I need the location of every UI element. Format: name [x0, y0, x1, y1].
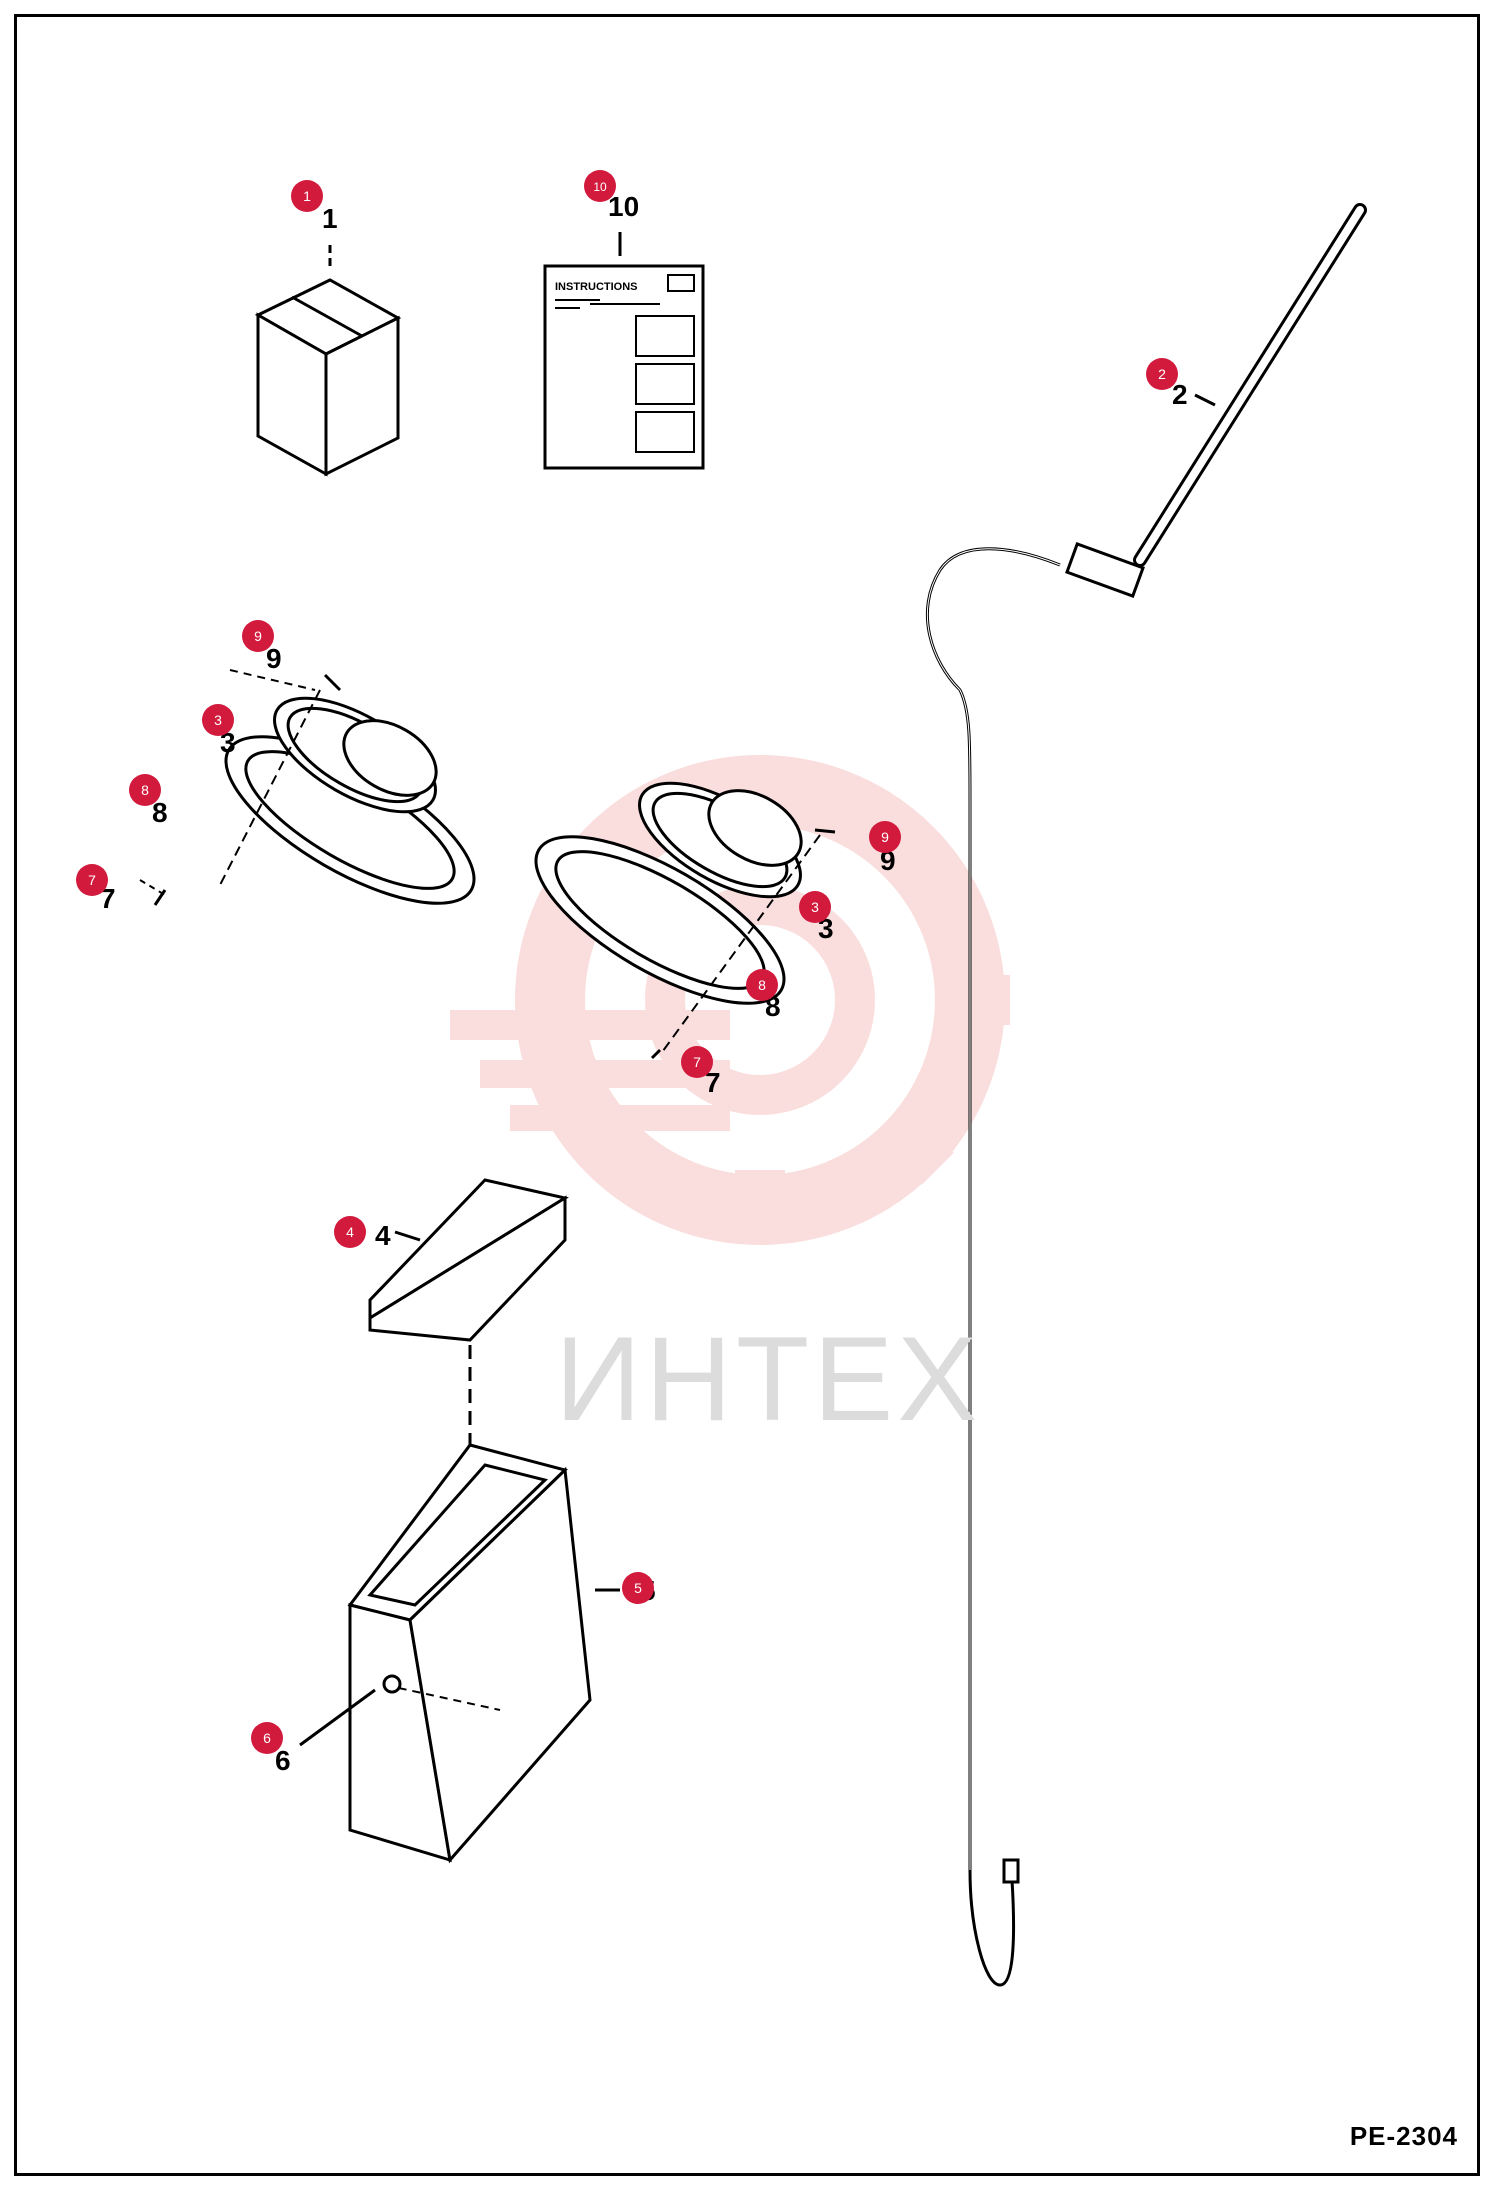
callout-number: 10 — [593, 180, 607, 194]
callout-c8a[interactable]: 8 — [129, 774, 161, 806]
callout-number: 9 — [881, 829, 889, 845]
callout-marker[interactable] — [202, 704, 234, 736]
part-antenna — [925, 203, 1367, 1987]
part-number-label: 7 — [100, 883, 116, 914]
watermark-text: ИНТЕХ — [555, 1312, 982, 1446]
part-number-label: 7 — [705, 1067, 721, 1098]
callout-number: 7 — [693, 1054, 701, 1070]
screw-icon — [814, 828, 836, 834]
part-number-label: 10 — [608, 191, 639, 222]
screw-icon — [650, 1048, 662, 1060]
callout-number: 8 — [758, 977, 766, 993]
callout-number: 6 — [263, 1730, 271, 1746]
callout-c3b[interactable]: 3 — [799, 891, 831, 923]
callout-number: 7 — [88, 872, 96, 888]
drawing-frame — [14, 14, 1480, 2176]
callout-c10[interactable]: 10 — [584, 170, 616, 202]
screw-icon — [153, 889, 167, 906]
callout-c5[interactable]: 5 — [622, 1572, 654, 1604]
screw-icon — [323, 673, 342, 692]
callout-c3a[interactable]: 3 — [202, 704, 234, 736]
callout-marker[interactable] — [76, 864, 108, 896]
callout-number: 3 — [214, 712, 222, 728]
speaker-assembly-left — [224, 696, 476, 905]
callout-c7a[interactable]: 7 — [76, 864, 108, 896]
callout-c9b[interactable]: 9 — [869, 821, 901, 853]
callout-c2[interactable]: 2 — [1146, 358, 1178, 390]
part-number-label: 2 — [1172, 379, 1188, 410]
callout-marker[interactable] — [334, 1216, 366, 1248]
callout-number: 5 — [634, 1580, 642, 1596]
callout-marker[interactable] — [746, 969, 778, 1001]
callout-number: 2 — [1158, 366, 1166, 382]
fastener-icon — [382, 1674, 402, 1694]
part-number-label: 1 — [322, 203, 338, 234]
callout-marker[interactable] — [291, 180, 323, 212]
callout-marker[interactable] — [242, 620, 274, 652]
part-number-label: 4 — [375, 1220, 391, 1251]
part-number-label: 6 — [275, 1745, 291, 1776]
callout-c1[interactable]: 1 — [291, 180, 323, 212]
callout-c6[interactable]: 6 — [251, 1722, 283, 1754]
callout-marker[interactable] — [799, 891, 831, 923]
callout-c9a[interactable]: 9 — [242, 620, 274, 652]
callout-number: 4 — [346, 1224, 354, 1240]
callout-c4[interactable]: 4 — [334, 1216, 366, 1248]
callout-marker[interactable] — [1146, 358, 1178, 390]
callout-marker[interactable] — [622, 1572, 654, 1604]
callout-number: 1 — [303, 188, 311, 204]
callout-marker[interactable] — [129, 774, 161, 806]
callout-c8b[interactable]: 8 — [746, 969, 778, 1001]
callout-number: 8 — [141, 782, 149, 798]
callout-number: 9 — [254, 628, 262, 644]
drawing-code: PE-2304 — [1349, 2121, 1458, 2151]
callout-marker[interactable] — [251, 1722, 283, 1754]
callout-marker[interactable] — [584, 170, 616, 202]
part-cover — [368, 1178, 569, 1342]
part-box — [254, 278, 402, 477]
part-instruction-sheet — [543, 264, 705, 470]
callout-marker[interactable] — [869, 821, 901, 853]
part-number-label: 8 — [152, 797, 168, 828]
instructions-label: INSTRUCTIONS — [555, 281, 638, 293]
part-number-label: 9 — [266, 643, 282, 674]
callout-marker[interactable] — [681, 1046, 713, 1078]
part-housing — [347, 1443, 592, 1864]
callout-number: 3 — [811, 899, 819, 915]
callout-layer: 111010229933887799338877445566 — [76, 170, 1188, 1776]
callout-c7b[interactable]: 7 — [681, 1046, 713, 1078]
speaker-assembly-right — [534, 781, 803, 1005]
